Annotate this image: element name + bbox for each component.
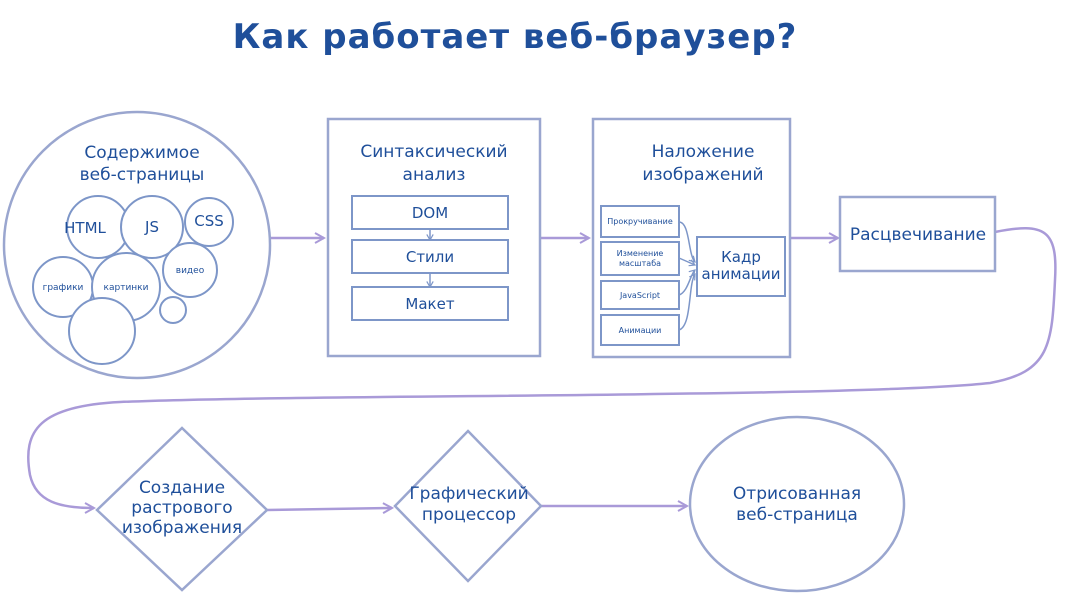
animation-frame-label-line1: Кадр [721, 248, 761, 266]
bubble-css [184, 197, 234, 247]
rendered-page-ellipse [688, 415, 906, 593]
rendered-page-node: Отрисованная веб-страница [688, 415, 906, 593]
bubble-css-label: CSS [194, 212, 224, 230]
raster-label-line2: растрового [131, 498, 232, 518]
compositing-input-scroll-label: Прокручивание [607, 217, 673, 226]
rendered-page-label-line2: веб-страница [736, 505, 858, 525]
parsing-title-line2: анализ [403, 165, 466, 185]
compositing-input-animation [600, 314, 680, 346]
bubble-video [162, 242, 218, 298]
parsing-step-layout-label: Макет [405, 295, 454, 313]
compositing-input-zoom [600, 241, 680, 276]
compositing-title-line1: Наложение [652, 142, 755, 162]
raster-label-line1: Создание [139, 478, 225, 498]
parsing-step-layout [351, 286, 509, 321]
parsing-node: Синтаксический анализ DOM Стили Макет [326, 117, 542, 358]
animation-frame-box [696, 236, 786, 297]
compositing-input-scroll [600, 205, 680, 238]
bubble-pictures-label: картинки [104, 283, 149, 293]
page-content-label-line1: Содержимое [84, 143, 199, 163]
page-content-label-line2: веб-страницы [80, 165, 205, 185]
compositing-input-zoom-label-line1: Изменение [617, 249, 664, 258]
arrow-painting-to-raster [27, 227, 1057, 508]
connectors [27, 227, 1057, 510]
parsing-step-styles-label: Стили [406, 248, 454, 266]
compositing-input-animation-label: Анимации [619, 326, 662, 335]
compositing-arrow-zoom [678, 257, 697, 267]
gpu-diamond [393, 429, 543, 583]
animation-frame-label-line2: анимации [702, 265, 781, 283]
parsing-title-line1: Синтаксический [360, 142, 507, 162]
bubble-video-label: видео [176, 266, 205, 276]
bubble-js-label: JS [144, 218, 159, 236]
compositing-node: Наложение изображений Прокручивание Изме… [591, 117, 792, 359]
bubble-empty-small [159, 296, 187, 324]
raster-node: Создание растрового изображения [95, 426, 269, 592]
compositing-input-js-label: JavaScript [619, 291, 660, 300]
painting-node: Расцвечивание [838, 195, 997, 273]
compositing-arrow-js [678, 269, 696, 296]
parsing-step-dom [351, 195, 509, 230]
arrow-raster-to-gpu [266, 508, 392, 510]
painting-box [838, 195, 997, 273]
compositing-input-js [600, 280, 680, 310]
compositing-title-line2: изображений [642, 165, 763, 185]
bubble-html-label: HTML [64, 219, 106, 237]
gpu-node: Графический процессор [393, 429, 543, 583]
painting-label: Расцвечивание [850, 225, 986, 245]
rendered-page-label-line1: Отрисованная [733, 484, 861, 504]
parsing-step-dom-label: DOM [412, 204, 448, 222]
bubble-js [120, 195, 184, 259]
compositing-input-zoom-label-line2: масштаба [619, 259, 661, 268]
bubble-empty-large [68, 297, 136, 365]
raster-diamond [95, 426, 269, 592]
bubble-graphics-label: графики [43, 283, 84, 293]
raster-label-line3: изображения [122, 518, 242, 538]
diagram-title: Как работает веб-браузер? [233, 17, 798, 57]
page-content-node: Содержимое веб-страницы HTML JS CSS граф… [2, 110, 272, 380]
gpu-label-line2: процессор [422, 505, 516, 525]
gpu-label-line1: Графический [409, 484, 528, 504]
compositing-arrow-animation [678, 272, 696, 331]
